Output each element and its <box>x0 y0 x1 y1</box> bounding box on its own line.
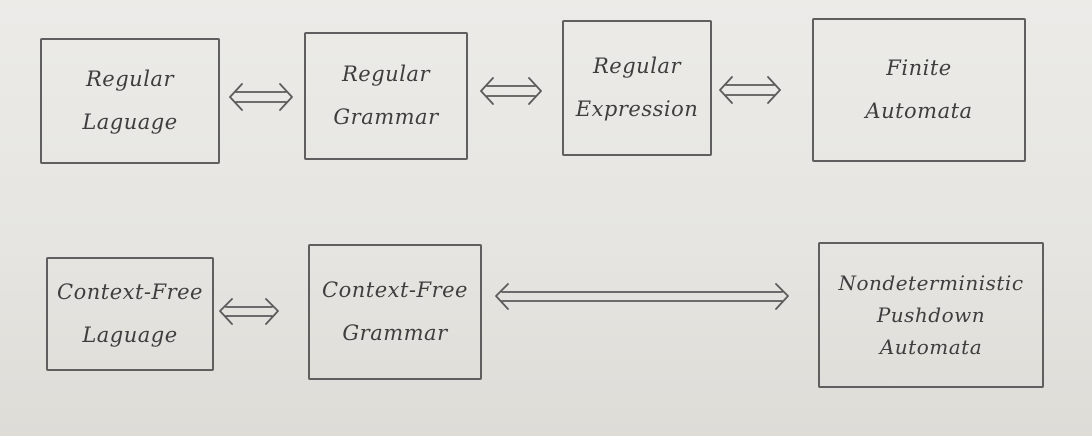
context-free-language-box: Context-Free Laguage <box>46 257 214 371</box>
double-arrow-cfg-pda <box>495 283 789 310</box>
regular-language-line-1: Regular <box>86 67 174 91</box>
regular-grammar-line-1: Regular <box>342 62 430 86</box>
pushdown-automata-line-2: Pushdown <box>876 303 986 327</box>
double-arrow-language-grammar <box>229 83 293 111</box>
regular-grammar-box: Regular Grammar <box>304 32 468 160</box>
regular-expression-box: Regular Expression <box>562 20 712 156</box>
pushdown-automata-box: Nondeterministic Pushdown Automata <box>818 242 1044 388</box>
regular-expression-line-2: Expression <box>575 97 699 121</box>
context-free-grammar-line-1: Context-Free <box>322 278 468 302</box>
double-arrow-cfl-cfg <box>219 298 279 325</box>
finite-automata-line-2: Automata <box>865 99 973 123</box>
pushdown-automata-line-1: Nondeterministic <box>838 271 1024 295</box>
context-free-language-line-2: Laguage <box>82 323 178 347</box>
double-arrow-expression-automata <box>719 76 781 104</box>
regular-language-line-2: Laguage <box>82 110 178 134</box>
finite-automata-box: Finite Automata <box>812 18 1026 162</box>
regular-expression-line-1: Regular <box>593 54 681 78</box>
double-arrow-grammar-expression <box>480 77 542 105</box>
pushdown-automata-line-3: Automata <box>879 335 983 359</box>
regular-language-box: Regular Laguage <box>40 38 220 164</box>
regular-grammar-line-2: Grammar <box>333 105 439 129</box>
finite-automata-line-1: Finite <box>886 56 952 80</box>
context-free-grammar-line-2: Grammar <box>342 321 448 345</box>
context-free-language-line-1: Context-Free <box>57 280 203 304</box>
context-free-grammar-box: Context-Free Grammar <box>308 244 482 380</box>
